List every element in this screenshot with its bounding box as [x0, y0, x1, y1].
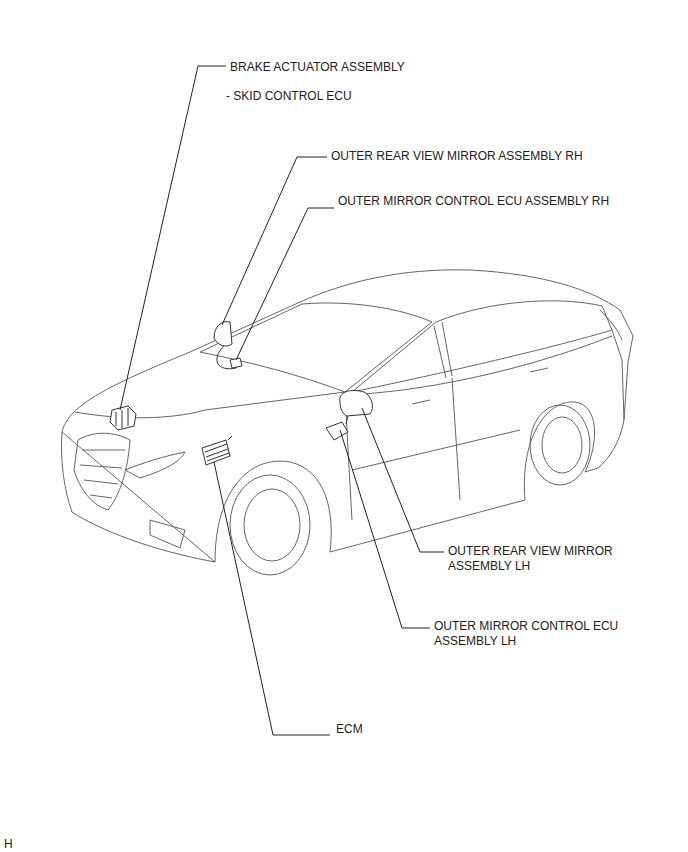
mirror-lh: [340, 390, 373, 416]
mirror-lh-wire: [346, 416, 348, 424]
part-name: OUTER MIRROR CONTROL ECU ASSEMBLY RH: [338, 194, 609, 209]
part-name: BRAKE ACTUATOR ASSEMBLY: [230, 60, 405, 75]
part-name: OUTER REAR VIEW MIRROR ASSEMBLY RH: [331, 149, 583, 164]
brake-actuator-detail: [116, 408, 128, 428]
door-handles: [412, 368, 548, 404]
ecm-fins: [205, 436, 232, 461]
fog-lamp: [150, 520, 185, 548]
mirror-rh: [214, 322, 232, 346]
door-lines: [345, 336, 612, 520]
leader-mirror-ecu-rh: [236, 208, 334, 360]
front-wheel-rim: [244, 489, 300, 561]
side-window: [352, 301, 612, 392]
rear-end: [600, 310, 624, 420]
rear-wheel-rim: [542, 417, 582, 473]
leader-mirror-ecu-lh: [340, 430, 430, 628]
b-pillar: [434, 322, 452, 378]
brake-actuator: [110, 406, 136, 430]
leader-mirror-rh: [222, 157, 327, 325]
front-wheel: [230, 475, 310, 575]
mirror-control-ecu-lh: [326, 422, 348, 440]
windshield: [200, 303, 432, 392]
grille: [74, 433, 130, 510]
part-name: - SKID CONTROL ECU: [226, 89, 352, 104]
part-name: ECM: [336, 722, 363, 737]
components: [110, 322, 372, 465]
car-body: [61, 270, 633, 575]
part-name: OUTER MIRROR CONTROL ECU ASSEMBLY LH: [434, 619, 634, 649]
rear-wheel: [530, 405, 590, 485]
rear-wheel-arch: [524, 402, 594, 500]
headlight: [125, 452, 185, 478]
leader-lines: [120, 66, 444, 735]
body-outline: [61, 270, 633, 562]
leader-ecm: [214, 462, 330, 735]
ecm: [202, 440, 230, 465]
grille-mesh: [80, 450, 125, 498]
part-name: OUTER REAR VIEW MIRROR ASSEMBLY LH: [448, 544, 628, 574]
leader-mirror-lh: [362, 408, 444, 552]
figure-code: H: [4, 837, 13, 852]
leader-brake-actuator: [120, 66, 226, 410]
